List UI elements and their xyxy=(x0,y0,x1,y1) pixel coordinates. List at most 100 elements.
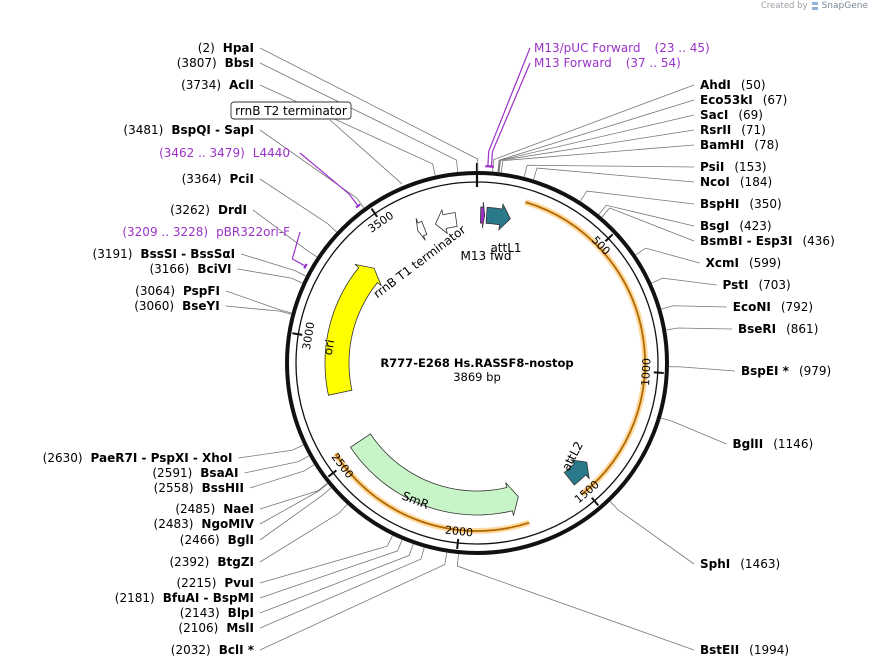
enzyme-naei[interactable]: NaeI xyxy=(223,502,254,516)
enzyme-position-bcivi: (3166) xyxy=(149,262,189,276)
feature-m13-fwd[interactable] xyxy=(480,202,486,229)
enzyme-drdi[interactable]: DrdI xyxy=(218,203,247,217)
enzyme-pspfi[interactable]: PspFI xyxy=(183,284,220,298)
enzyme-bsaai[interactable]: BsaAI xyxy=(200,466,238,480)
leader-pspfi xyxy=(225,290,292,314)
tick-mark-2500 xyxy=(327,469,337,478)
enzyme-position-blpi: (2143) xyxy=(180,606,220,620)
enzyme-position-bsshii: (2558) xyxy=(154,481,194,495)
leader-naei xyxy=(259,482,328,510)
enzyme-bseri[interactable]: BseRI xyxy=(738,322,776,336)
enzyme-bgli[interactable]: BglI xyxy=(228,533,254,547)
feature-rrnb-t1-terminator[interactable] xyxy=(434,208,458,235)
primer-mark-l4440 xyxy=(355,203,361,209)
enzyme-bcli[interactable]: BclI * xyxy=(219,643,255,657)
feature-smr[interactable] xyxy=(349,433,519,516)
primer-m13-forward[interactable]: M13 Forward xyxy=(534,56,612,70)
leader-bsaai xyxy=(244,455,310,474)
enzyme-pcii[interactable]: PciI xyxy=(230,172,255,186)
enzyme-position-bspei: (979) xyxy=(799,364,831,378)
primer-leader-a-l4440 xyxy=(348,193,360,208)
enzyme-paer7i-pspxi-xhoi[interactable]: PaeR7I - PspXI - XhoI xyxy=(91,451,233,465)
enzyme-position-bfuai-bspmi: (2181) xyxy=(115,591,155,605)
enzyme-bspqi-sapi[interactable]: BspQI - SapI xyxy=(171,123,254,137)
enzyme-rsrii[interactable]: RsrII xyxy=(700,123,731,137)
enzyme-bspei[interactable]: BspEI * xyxy=(741,364,790,378)
tick-label-1000: 1000 xyxy=(639,358,653,387)
enzyme-position-bsaai: (2591) xyxy=(152,466,192,480)
enzyme-position-bsphi: (350) xyxy=(749,197,781,211)
leader-econi xyxy=(661,305,727,310)
primer-leader-b-pbr322ori-f xyxy=(291,231,301,260)
enzyme-ncoi[interactable]: NcoI xyxy=(700,175,730,189)
primer-pbr322ori-f[interactable]: pBR322ori-F xyxy=(216,225,290,239)
leader-bamhi xyxy=(500,144,695,173)
created-by-credit[interactable]: Created by SnapGene xyxy=(761,1,868,11)
enzyme-position-pspfi: (3064) xyxy=(135,284,175,298)
enzyme-bcivi[interactable]: BciVI xyxy=(197,262,231,276)
leader-bfuai-bspmi xyxy=(259,539,403,599)
credit-prefix: Created by xyxy=(760,1,808,11)
enzyme-btgzi[interactable]: BtgZI xyxy=(217,555,254,569)
enzyme-ngomiv[interactable]: NgoMIV xyxy=(201,517,254,531)
enzyme-bsphi[interactable]: BspHI xyxy=(700,197,739,211)
enzyme-bfuai-bspmi[interactable]: BfuAI - BspMI xyxy=(163,591,254,605)
enzyme-position-pcii: (3364) xyxy=(182,172,222,186)
enzyme-sphi[interactable]: SphI xyxy=(700,557,730,571)
leader-lines-layer xyxy=(225,47,735,651)
orf-arc-orf-smr xyxy=(334,453,530,532)
leader-eco53ki xyxy=(497,99,695,173)
enzyme-bsshii[interactable]: BssHII xyxy=(202,481,244,495)
enzyme-position-ngomiv: (2483) xyxy=(154,517,194,531)
leader-bgli xyxy=(259,487,332,541)
enzyme-hpai[interactable]: HpaI xyxy=(223,41,254,55)
enzyme-econi[interactable]: EcoNI xyxy=(733,300,771,314)
primer-range-m13-forward: (37 .. 54) xyxy=(626,56,681,70)
enzyme-xcmi[interactable]: XcmI xyxy=(706,256,739,270)
enzyme-position-bseyi: (3060) xyxy=(134,299,174,313)
feature-attl2[interactable] xyxy=(563,459,590,486)
tick-mark-3000 xyxy=(292,332,303,336)
leader-saci xyxy=(498,114,695,173)
plasmid-backbone xyxy=(285,163,669,555)
feature-ori[interactable] xyxy=(324,263,382,396)
primer-m13-puc-forward[interactable]: M13/pUC Forward xyxy=(534,41,641,55)
enzyme-position-bamhi: (78) xyxy=(754,138,779,152)
leader-bsshii xyxy=(249,464,315,489)
enzyme-psii[interactable]: PsiI xyxy=(700,160,724,174)
enzyme-bglii[interactable]: BglII xyxy=(732,437,763,451)
enzyme-bsssi-bsss-i[interactable]: BssSI - BssSαI xyxy=(140,247,235,261)
enzyme-eco53ki[interactable]: Eco53kI xyxy=(700,93,753,107)
enzyme-bsgi[interactable]: BsgI xyxy=(700,219,729,233)
enzyme-saci[interactable]: SacI xyxy=(700,108,728,122)
feature-attl1[interactable] xyxy=(485,202,511,231)
enzyme-blpi[interactable]: BlpI xyxy=(228,606,254,620)
enzyme-position-ahdi: (50) xyxy=(741,78,766,92)
tick-mark-2000 xyxy=(456,538,460,550)
enzyme-acli[interactable]: AclI xyxy=(229,78,254,92)
enzyme-position-bsssi-bsss-i: (3191) xyxy=(93,247,133,261)
enzyme-pvui[interactable]: PvuI xyxy=(224,576,254,590)
enzyme-bseyi[interactable]: BseYI xyxy=(182,299,220,313)
feature-rrnb-t2-terminator[interactable] xyxy=(415,218,428,241)
leader-bcli xyxy=(259,552,448,651)
enzyme-bsteii[interactable]: BstEII xyxy=(700,643,739,657)
enzyme-ahdi[interactable]: AhdI xyxy=(700,78,731,92)
leader-drdi xyxy=(252,209,318,258)
leader-btgzi xyxy=(259,504,348,563)
primer-range-l4440: (3462 .. 3479) xyxy=(159,146,245,160)
enzyme-msli[interactable]: MslI xyxy=(226,621,254,635)
enzyme-bbsi[interactable]: BbsI xyxy=(225,56,254,70)
leader-ngomiv xyxy=(259,483,328,525)
orf-arc-orf-rassf8 xyxy=(525,201,646,496)
leader-bspqi-sapi xyxy=(259,129,365,209)
enzyme-bamhi[interactable]: BamHI xyxy=(700,138,744,152)
enzyme-psti[interactable]: PstI xyxy=(723,278,749,292)
primer-l4440[interactable]: L4440 xyxy=(253,146,290,160)
leader-xcmi xyxy=(635,247,700,264)
enzyme-position-bgli: (2466) xyxy=(180,533,220,547)
boxed-label-text[interactable]: rrnB T2 terminator xyxy=(235,104,347,118)
enzyme-bsmbi-esp3i[interactable]: BsmBI - Esp3I xyxy=(700,234,792,248)
enzyme-position-eco53ki: (67) xyxy=(763,93,788,107)
